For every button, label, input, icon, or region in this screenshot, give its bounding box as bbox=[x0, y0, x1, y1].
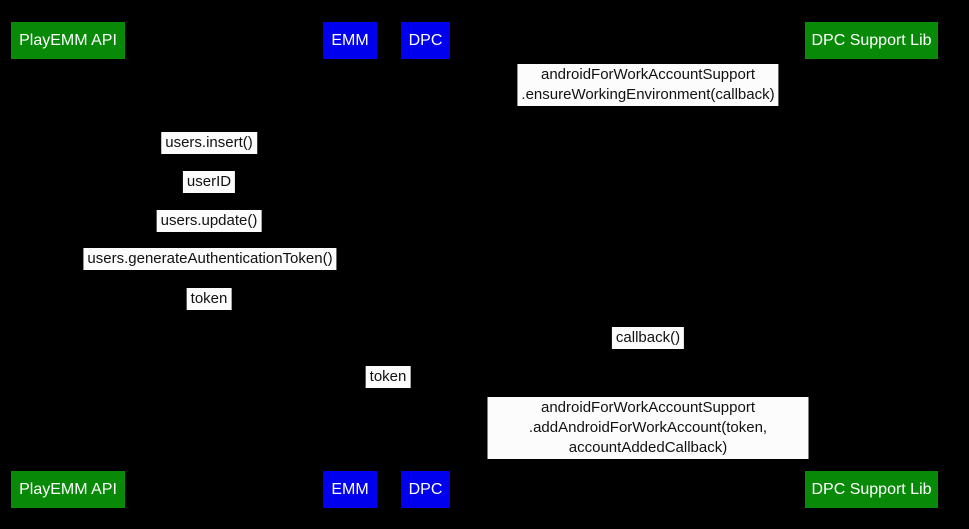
lifeline-playemm-api bbox=[67, 59, 68, 471]
lifeline-emm bbox=[349, 59, 350, 471]
message-token-return: token bbox=[186, 288, 232, 310]
message-users-insert: users.insert() bbox=[161, 132, 257, 154]
message-ensure-working-environment: androidForWorkAccountSupport .ensureWork… bbox=[517, 64, 779, 106]
actor-playemm-api-bottom: PlayEMM API bbox=[11, 471, 125, 508]
actor-dpc-support-lib-bottom: DPC Support Lib bbox=[805, 471, 938, 508]
message-token-forward: token bbox=[365, 366, 411, 388]
message-add-android-for-work-account: androidForWorkAccountSupport .addAndroid… bbox=[487, 397, 809, 459]
actor-emm-top: EMM bbox=[323, 22, 377, 59]
actor-playemm-api-top: PlayEMM API bbox=[11, 22, 125, 59]
message-generate-authentication-token: users.generateAuthenticationToken() bbox=[83, 248, 337, 270]
message-callback: callback() bbox=[611, 327, 685, 349]
message-users-update: users.update() bbox=[156, 210, 262, 232]
message-userid: userID bbox=[182, 171, 236, 193]
actor-dpc-support-lib-top: DPC Support Lib bbox=[805, 22, 938, 59]
actor-dpc-top: DPC bbox=[401, 22, 450, 59]
lifeline-dpc-support-lib bbox=[871, 59, 872, 471]
lifeline-dpc bbox=[425, 59, 426, 471]
actor-emm-bottom: EMM bbox=[323, 471, 377, 508]
actor-dpc-bottom: DPC bbox=[401, 471, 450, 508]
